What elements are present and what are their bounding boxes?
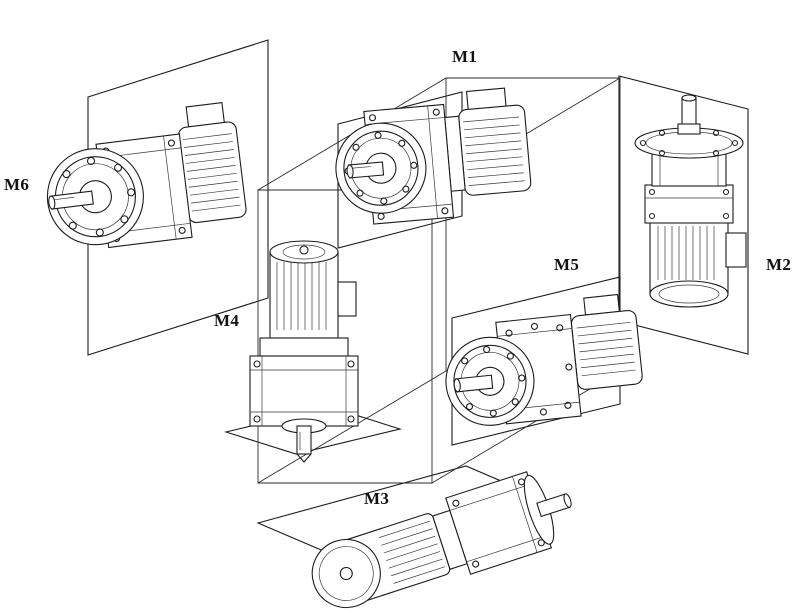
label-m6: M6 xyxy=(4,175,30,194)
motor-body xyxy=(269,251,339,339)
output-shaft xyxy=(296,425,312,455)
terminal-box xyxy=(337,281,357,317)
output-shaft xyxy=(347,161,385,179)
gearmotor-m3 xyxy=(311,471,572,609)
motor-body xyxy=(458,104,532,196)
gear-housing xyxy=(644,184,734,224)
gearmotor-m1 xyxy=(335,87,532,225)
gearmotor-m5 xyxy=(445,293,643,426)
gear-housing xyxy=(249,355,359,427)
label-m3: M3 xyxy=(364,489,390,508)
label-m4: M4 xyxy=(214,311,240,330)
gearmotor-m6 xyxy=(46,101,247,249)
mounting-plane-m6 xyxy=(87,39,269,356)
motor-body xyxy=(570,310,643,390)
gearmotor-m2 xyxy=(634,94,747,308)
label-m2: M2 xyxy=(766,255,792,274)
terminal-box xyxy=(725,232,747,268)
mounting-plane-m1 xyxy=(337,91,463,249)
mounting-plane-m2 xyxy=(618,75,749,355)
label-m1: M1 xyxy=(452,47,478,66)
gearmotor-m4 xyxy=(249,240,359,463)
label-m5: M5 xyxy=(554,255,580,274)
